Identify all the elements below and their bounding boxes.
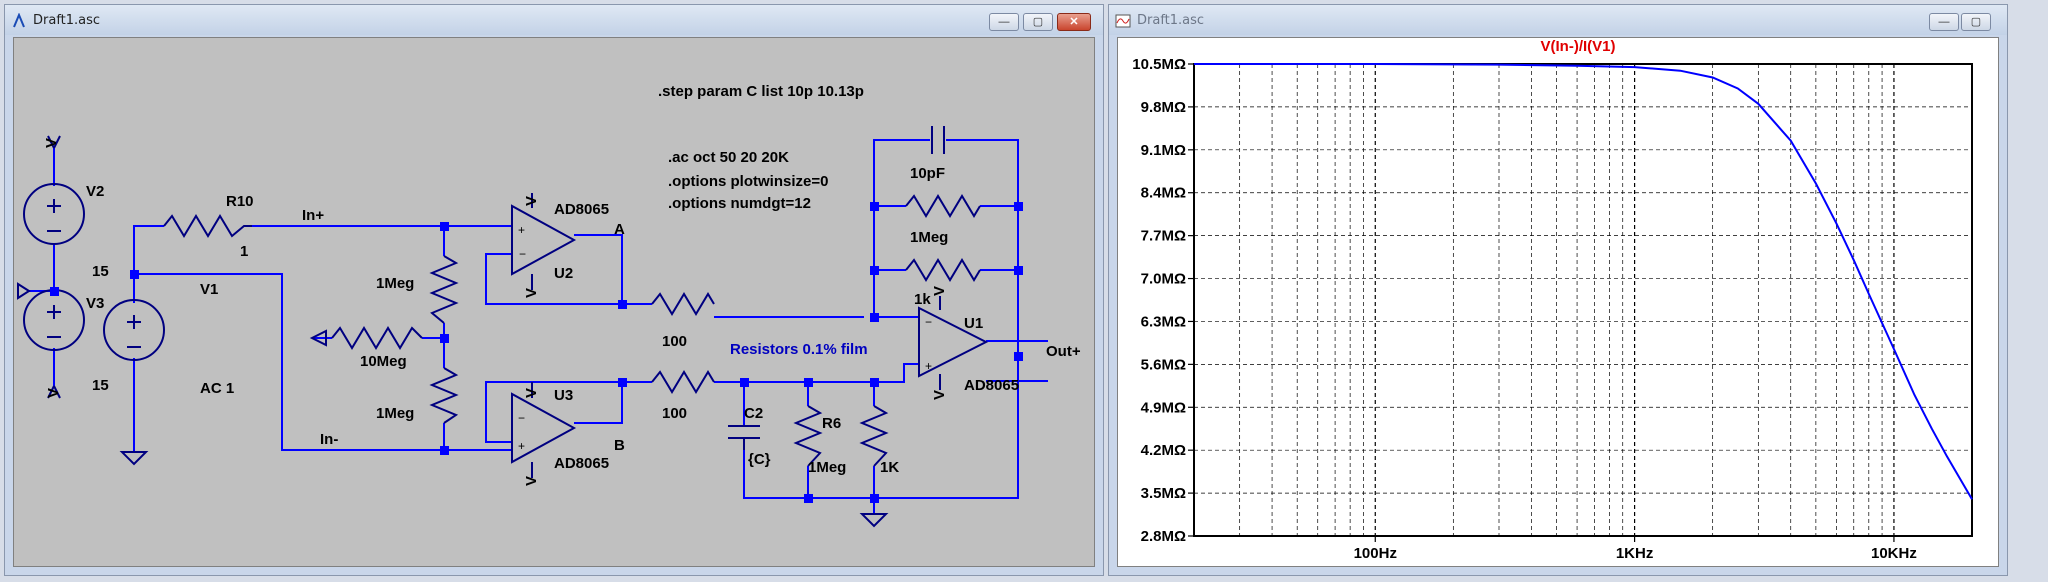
c2-name: C2 <box>744 405 763 422</box>
supply-symbols <box>17 135 889 528</box>
u1-bottom-supply-label: V <box>931 390 948 400</box>
schematic-window: Draft1.asc — ▢ ✕ <box>4 4 1104 576</box>
trace-line[interactable] <box>1194 63 1973 500</box>
u1-model: AD8065 <box>964 377 1019 394</box>
r-1k-bottom-value: 1K <box>880 459 899 476</box>
maximize-button[interactable]: ▢ <box>1023 13 1053 31</box>
capacitors <box>728 126 945 450</box>
u3-bottom-supply-label: V <box>523 476 540 486</box>
y-tick-label: 10.5MΩ <box>1132 56 1186 73</box>
directive-numdgt: .options numdgt=12 <box>668 195 811 212</box>
u1-name: U1 <box>964 315 983 332</box>
comment-resistors: Resistors 0.1% film <box>730 341 868 358</box>
schematic-drawing[interactable]: V V V V V V V V V2 15 V3 15 V1 AC 1 R10 … <box>14 38 1095 567</box>
waveform-window: Draft1.asc — ▢ V(In-)/I(V1) 10.5MΩ 9.8MΩ 9… <box>1108 4 2008 576</box>
waveform-titlebar[interactable]: Draft1.asc — ▢ <box>1109 5 2007 35</box>
maximize-button[interactable]: ▢ <box>1961 13 1991 31</box>
y-axis-ticks: 10.5MΩ 9.8MΩ 9.1MΩ 8.4MΩ 7.7MΩ 7.0MΩ 6.3MΩ 5.6M… <box>1132 56 1194 545</box>
junction-dots <box>50 202 1023 503</box>
svg-text:−: − <box>925 315 932 329</box>
y-tick-label: 7.7MΩ <box>1141 228 1186 245</box>
r10-value: 1 <box>240 243 248 260</box>
net-label-a: A <box>614 221 625 238</box>
r-b-value: 100 <box>662 405 687 422</box>
op-amps <box>511 193 989 478</box>
x-axis-ticks: 100Hz 1KHz 10KHz <box>1354 536 1917 562</box>
v3-name: V3 <box>86 295 104 312</box>
resistors <box>163 194 981 467</box>
x-tick-label: 100Hz <box>1354 545 1397 562</box>
c-fb-value: 10pF <box>910 165 945 182</box>
r10-name: R10 <box>226 193 254 210</box>
directive-ac: .ac oct 50 20 20K <box>668 149 789 166</box>
waveform-viewer-icon <box>1115 14 1131 28</box>
svg-text:−: − <box>518 411 525 425</box>
plot-grid <box>1193 64 1973 536</box>
net-label-in-plus: In+ <box>302 207 324 224</box>
y-tick-label: 9.8MΩ <box>1141 99 1186 116</box>
window-title: Draft1.asc <box>1137 13 1205 28</box>
trace-title[interactable]: V(In-)/I(V1) <box>1541 38 1616 55</box>
r-a-value: 100 <box>662 333 687 350</box>
waveform-plot-area[interactable]: V(In-)/I(V1) 10.5MΩ 9.8MΩ 9.1MΩ 8.4MΩ 7.7MΩ 7… <box>1117 37 1999 567</box>
plot-frame <box>1193 63 1973 537</box>
v3-value: 15 <box>92 377 109 394</box>
v3-supply-label: V <box>45 388 62 398</box>
r-fb-1k-value: 1k <box>914 291 931 308</box>
v2-name: V2 <box>86 183 104 200</box>
net-label-in-minus: In- <box>320 431 338 448</box>
op-amp-pin-marks: + − − + − + <box>518 223 932 453</box>
u3-top-supply-label: V <box>523 388 540 398</box>
directive-step: .step param C list 10p 10.13p <box>658 83 864 100</box>
u2-model: AD8065 <box>554 201 609 218</box>
u1-top-supply-label: V <box>931 286 948 296</box>
close-button[interactable]: ✕ <box>1057 13 1091 31</box>
v1-name: V1 <box>200 281 218 298</box>
svg-text:−: − <box>519 247 526 261</box>
bode-plot[interactable]: V(In-)/I(V1) 10.5MΩ 9.8MΩ 9.1MΩ 8.4MΩ 7.7MΩ 7… <box>1118 38 1999 567</box>
minimize-button[interactable]: — <box>989 13 1019 31</box>
svg-text:+: + <box>518 223 525 237</box>
y-tick-label: 9.1MΩ <box>1141 142 1186 159</box>
r-top-value: 1Meg <box>376 275 414 292</box>
schematic-titlebar[interactable]: Draft1.asc — ▢ ✕ <box>5 5 1103 35</box>
r-fb-1meg-value: 1Meg <box>910 229 948 246</box>
y-tick-label: 6.3MΩ <box>1141 313 1186 330</box>
v1-value: AC 1 <box>200 380 234 397</box>
r-bot-value: 1Meg <box>376 405 414 422</box>
net-label-out-plus: Out+ <box>1046 343 1081 360</box>
v2-supply-label: V <box>43 138 60 148</box>
ltspice-schematic-icon <box>13 13 25 28</box>
svg-text:+: + <box>518 439 525 453</box>
r6-name: R6 <box>822 415 841 432</box>
u2-bottom-supply-label: V <box>523 288 540 298</box>
x-tick-label: 1KHz <box>1616 545 1654 562</box>
net-label-b: B <box>614 437 625 454</box>
y-tick-label: 3.5MΩ <box>1141 485 1186 502</box>
r6-value: 1Meg <box>808 459 846 476</box>
y-tick-label: 7.0MΩ <box>1141 271 1186 288</box>
directive-plotwinsize: .options plotwinsize=0 <box>668 173 828 190</box>
y-tick-label: 4.2MΩ <box>1141 442 1186 459</box>
c2-value: {C} <box>748 451 771 468</box>
y-tick-label: 2.8MΩ <box>1141 528 1186 545</box>
v2-value: 15 <box>92 263 109 280</box>
schematic-canvas[interactable]: V V V V V V V V V2 15 V3 15 V1 AC 1 R10 … <box>13 37 1095 567</box>
u2-top-supply-label: V <box>523 196 540 206</box>
svg-text:+: + <box>925 359 932 373</box>
x-tick-label: 10KHz <box>1871 545 1917 562</box>
window-title: Draft1.asc <box>33 13 101 28</box>
y-tick-label: 4.9MΩ <box>1141 399 1186 416</box>
u3-name: U3 <box>554 387 573 404</box>
u2-name: U2 <box>554 265 573 282</box>
y-tick-label: 8.4MΩ <box>1141 185 1186 202</box>
u3-model: AD8065 <box>554 455 609 472</box>
r-mid-value: 10Meg <box>360 353 407 370</box>
y-tick-label: 5.6MΩ <box>1141 356 1186 373</box>
minimize-button[interactable]: — <box>1929 13 1959 31</box>
